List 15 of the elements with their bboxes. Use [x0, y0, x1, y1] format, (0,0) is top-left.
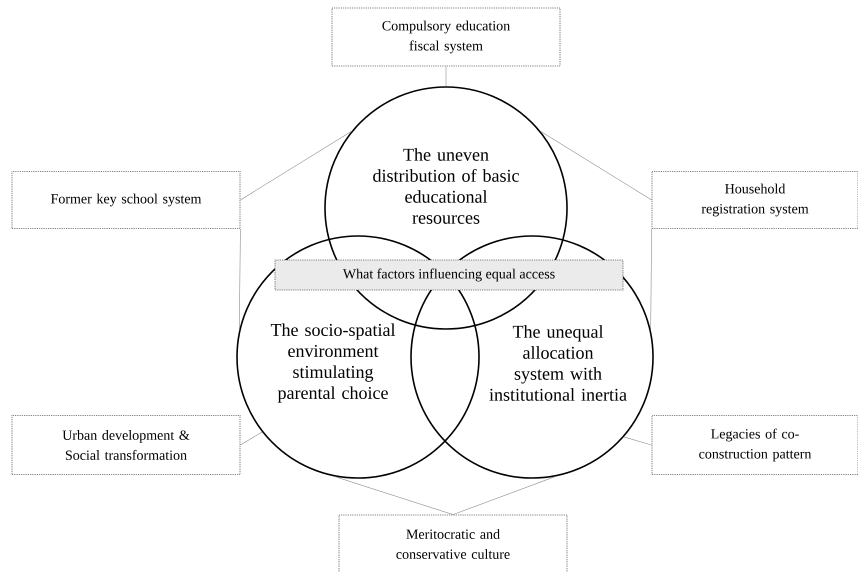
factor-box: Urban development & Social transformation: [12, 415, 240, 475]
factor-box: Legacies of co-construction pattern: [652, 415, 858, 475]
connector-line: [334, 476, 454, 515]
factor-box: Former key school system: [12, 171, 240, 229]
connector-line: [650, 228, 652, 330]
connector-line: [540, 131, 652, 200]
factor-box: Household registration system: [652, 171, 858, 229]
connector-line: [239, 228, 241, 330]
connector-line: [240, 131, 352, 200]
connector-line: [452, 476, 556, 515]
connector-line: [624, 436, 652, 446]
factor-box: Meritocratic and conservative culture: [338, 514, 568, 572]
connector-line: [240, 432, 262, 446]
factor-box: Compulsory education fiscal system: [332, 8, 560, 66]
question-band: What factors influencing equal access: [274, 260, 624, 290]
